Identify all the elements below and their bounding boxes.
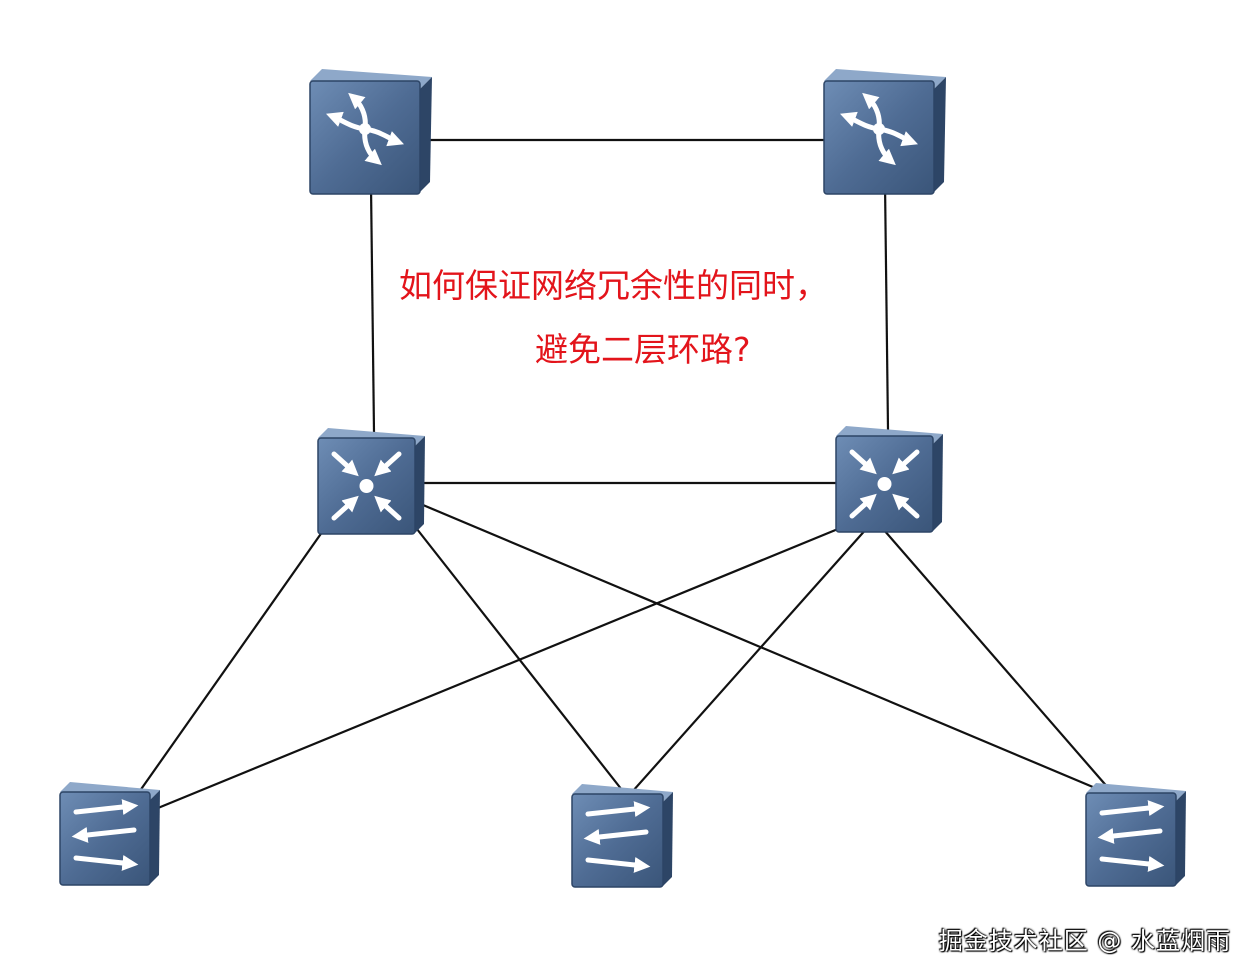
- access-switch-right[interactable]: [1085, 783, 1186, 887]
- device-side-face: [149, 790, 160, 885]
- core-switch-left[interactable]: [317, 428, 425, 535]
- device-front-face: [1085, 792, 1177, 887]
- access-switch-left[interactable]: [59, 782, 160, 886]
- link-core-switch-left-access-switch-left: [136, 517, 333, 796]
- link-core-switch-left-access-switch-middle: [412, 523, 623, 791]
- links: [136, 138, 1111, 810]
- device-side-face: [414, 436, 425, 534]
- device-side-face: [418, 77, 432, 194]
- router-icon-center: [359, 123, 371, 135]
- link-core-switch-right-access-switch-left: [157, 520, 856, 810]
- question-text-line-1: 如何保证网络冗余性的同时，: [399, 266, 828, 305]
- router-right[interactable]: [823, 69, 946, 195]
- access-switch-middle[interactable]: [571, 784, 673, 888]
- link-core-switch-right-access-switch-middle: [631, 526, 869, 793]
- l3-switch-icon-center: [359, 479, 374, 493]
- core-switch-right[interactable]: [835, 426, 943, 533]
- l3-switch-icon-center: [877, 477, 892, 491]
- link-core-switch-right-access-switch-right: [876, 521, 1111, 791]
- watermark-text: 掘金技术社区 @ 水蓝烟雨: [938, 927, 1231, 955]
- device-side-face: [932, 77, 946, 194]
- link-router-left-core-switch-left: [369, 185, 376, 433]
- router-icon-center: [873, 123, 885, 135]
- l2-switch-icon: [1097, 800, 1165, 872]
- l2-switch-icon: [583, 801, 651, 873]
- question-text-line-2: 避免二层环路?: [535, 330, 751, 369]
- l3-switch-icon: [849, 449, 920, 519]
- device-side-face: [1175, 791, 1186, 886]
- device-front-face: [571, 793, 664, 888]
- link-router-right-core-switch-right: [883, 182, 890, 431]
- router-left[interactable]: [309, 69, 432, 195]
- device-side-face: [932, 434, 943, 532]
- l2-switch-icon: [71, 799, 139, 871]
- l3-switch-icon: [331, 451, 402, 521]
- device-front-face: [59, 791, 151, 886]
- device-side-face: [662, 792, 673, 887]
